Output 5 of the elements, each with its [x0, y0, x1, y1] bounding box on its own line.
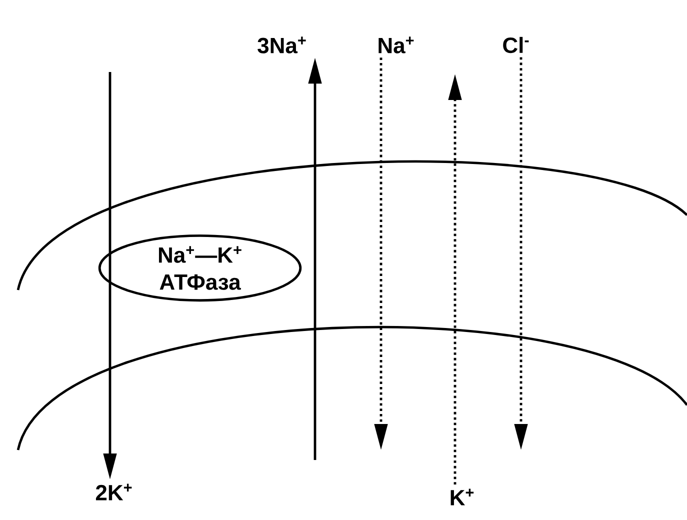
ion-label: Cl$^{-}$ [503, 36, 529, 54]
ion-label: 3Na$^{+}$ [258, 36, 306, 54]
ion-label: K$^{+}$ [450, 488, 474, 506]
ion-label: Na$^{+}$ [378, 36, 414, 54]
ion-label: 2K$^{+}$ [96, 484, 132, 500]
